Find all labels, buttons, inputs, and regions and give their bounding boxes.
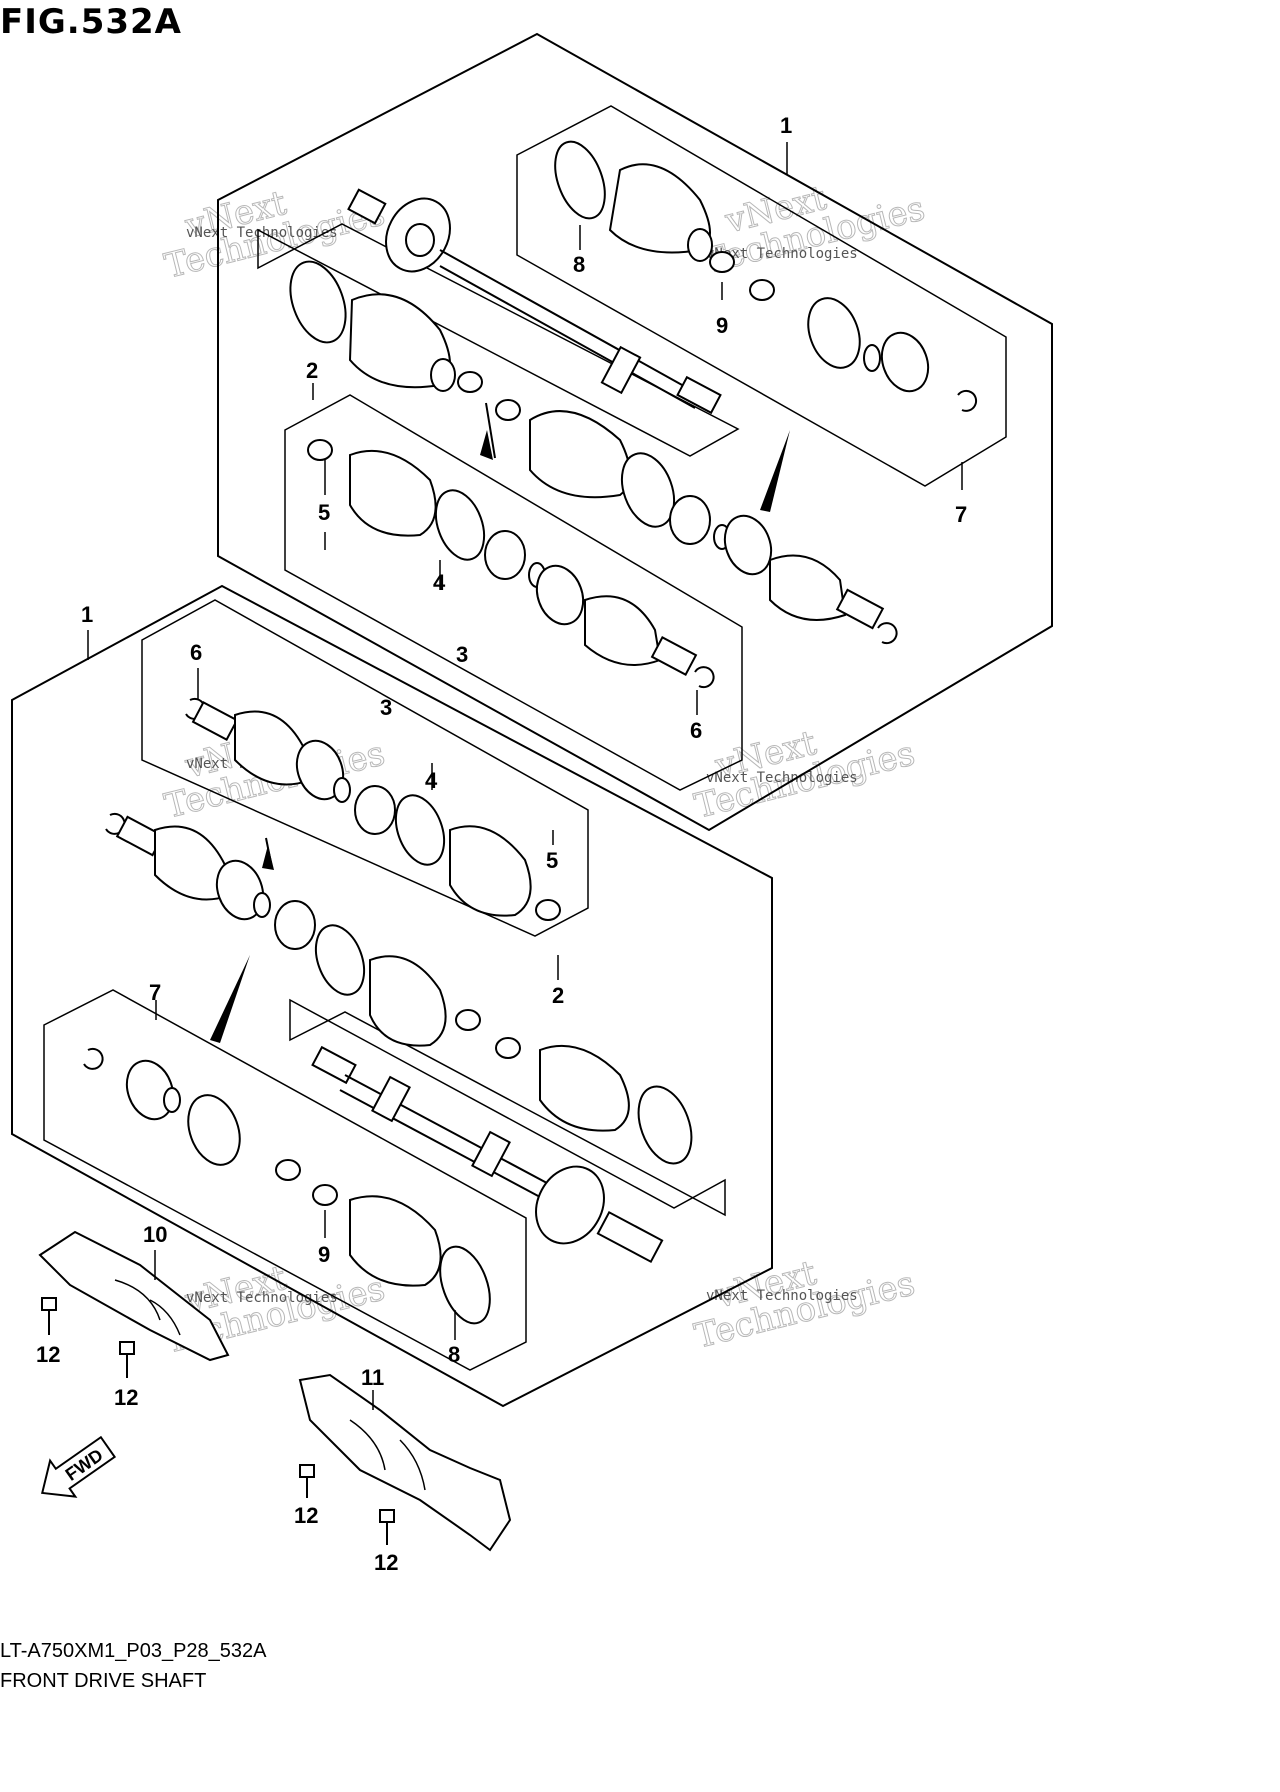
bolt-12-a [41,1297,57,1335]
lower-kit-7-frame [43,989,527,1371]
callout-upper-3: 3 [456,642,468,667]
lower-outer-frame [11,584,773,1408]
upper-center-boot [495,399,898,645]
lower-axle-shaft [311,1037,693,1264]
lower-mid-parts [105,812,481,1047]
callout-upper-4: 4 [433,570,446,595]
callout-upper-2: 2 [306,358,318,383]
bolt-12-b [119,1341,135,1378]
upper-kit-7-frame [516,105,1007,487]
upper-kit-boot [554,140,978,412]
upper-shaft-frame [257,223,740,457]
upper-outer-frame [217,32,1053,832]
upper-joint-parts [307,402,715,689]
callout-upper-5: 5 [318,500,330,525]
watermark-small: vNext Technologies [706,770,858,786]
bolt-12-d [379,1509,395,1545]
lower-parts [83,697,693,1325]
callout-lower-4: 4 [425,768,438,793]
lower-shaft-frame [289,998,726,1217]
callout-upper-9: 9 [716,313,728,338]
callout-lower-5: 5 [546,848,558,873]
callout-upper-1: 1 [780,113,792,138]
callout-lower-2: 2 [552,983,564,1008]
callout-upper-7: 7 [955,502,967,527]
callout-lower-7: 7 [149,980,161,1005]
lower-kit-parts [83,1047,491,1325]
leader-lines [87,142,963,1410]
upper-assembly-frames [217,32,1053,832]
watermark-small: vNext Technologies [186,1290,338,1306]
lower-joint-parts [185,697,561,921]
callout-bolt-12-b: 12 [114,1385,138,1410]
figure-name: FRONT DRIVE SHAFT [0,1670,207,1692]
callout-bolt-12-c: 12 [294,1503,318,1528]
figure-title: FIG.532A [0,2,182,42]
upper-parts [289,140,978,689]
guard-11 [298,1373,512,1552]
watermark-small: vNext Technologies [706,246,858,262]
callout-upper-8: 8 [573,252,585,277]
upper-left-boot [289,260,483,393]
callout-lower-8: 8 [448,1342,460,1367]
watermark-small: vNext Technologies [706,1288,858,1304]
lower-assembly-frames [11,584,773,1408]
guards-and-bolts [38,1230,512,1552]
callout-numbers: 1 2 3 4 5 6 7 8 9 1 2 3 4 5 6 7 8 9 10 1… [36,113,967,1575]
callout-lower-6: 6 [190,640,202,665]
figure-code: LT-A750XM1_P03_P28_532A [0,1640,267,1662]
fwd-arrow: FWD [40,1435,117,1498]
callout-upper-6: 6 [690,718,702,743]
callout-lower-1: 1 [81,602,93,627]
callout-bolt-12-d: 12 [374,1550,398,1575]
callout-guard-11: 11 [361,1365,384,1390]
callout-bolt-12-a: 12 [36,1342,60,1367]
upper-axle-shaft [347,188,722,415]
callout-lower-9: 9 [318,1242,330,1267]
watermark-small: vNext Technologies [186,225,338,241]
callout-lower-3: 3 [380,695,392,720]
lower-joint-frame [141,599,589,937]
guard-10 [38,1230,230,1362]
bolt-12-c [299,1464,315,1498]
upper-direction-arrow [760,430,790,512]
callout-guard-10: 10 [143,1222,167,1247]
upper-joint-frame [284,394,743,791]
